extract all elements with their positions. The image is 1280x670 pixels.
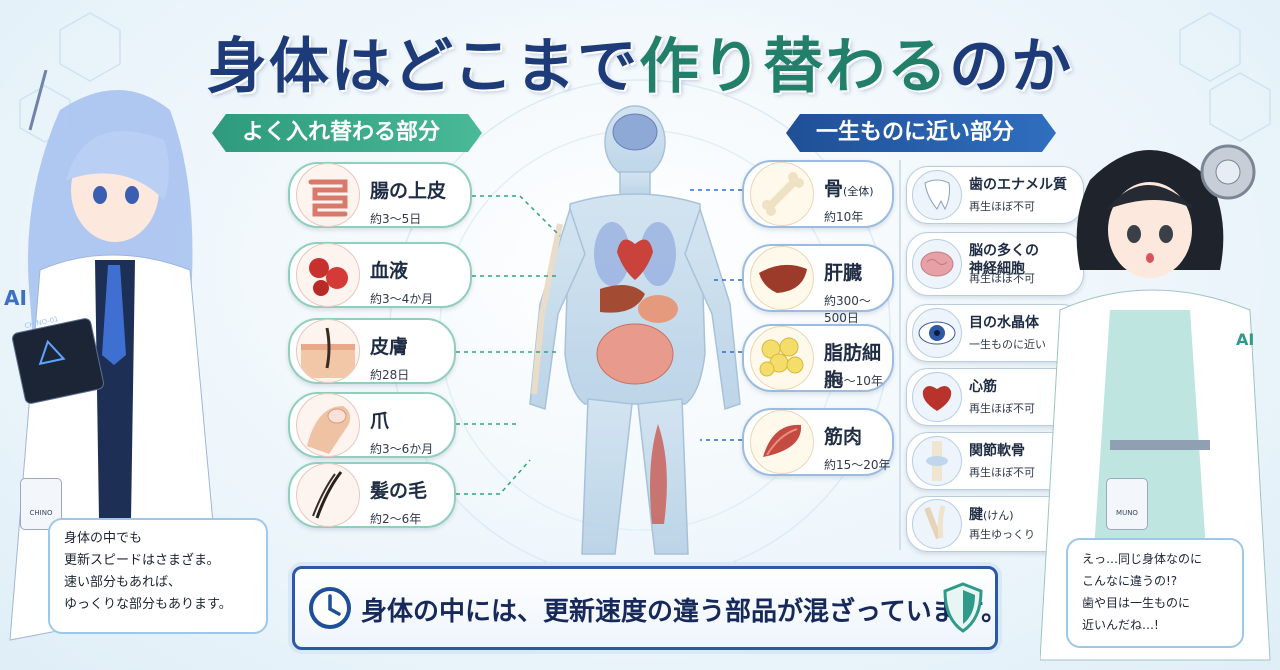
section-label-fast: よく入れ替わる部分 <box>212 114 482 152</box>
fast-part-period: 約2～6年 <box>370 512 422 526</box>
slow-part-card-fat-cell: 脂肪細胞 約8～10年 <box>742 324 894 392</box>
right-coat-mark: AI <box>1236 330 1255 349</box>
slow-part-period: 約15～20年 <box>824 458 891 472</box>
bone-icon <box>750 162 814 226</box>
fast-part-name: 髪の毛 <box>370 480 428 502</box>
fast-part-card-intestine: 腸の上皮 約3～5日 <box>288 162 472 228</box>
slow-part-card-liver: 肝臓 約300～500日 <box>742 244 894 325</box>
permanent-part-name: 関節軟骨 <box>969 443 1025 459</box>
organs <box>531 113 678 524</box>
tooth-icon <box>912 170 962 220</box>
permanent-part-name: 歯のエナメル質 <box>969 177 1067 193</box>
permanent-part-name: 心筋 <box>969 379 997 395</box>
summary-banner: 身体の中には、更新速度の違う部品が混ざっています。 <box>292 566 1007 650</box>
slow-part-name: 肝臓 <box>824 262 863 284</box>
intestine-icon <box>296 163 360 227</box>
fast-part-period: 約3～5日 <box>370 212 422 226</box>
heart-icon <box>912 372 962 422</box>
muscle-icon <box>750 410 814 474</box>
slow-part-period: 約300～500日 <box>824 294 871 325</box>
slow-part-name: 脂肪細胞 <box>824 342 882 391</box>
slow-part-period: 約10年 <box>824 210 864 224</box>
permanent-part-note: 一生ものに近い <box>969 338 1046 351</box>
fast-part-name: 皮膚 <box>370 336 409 358</box>
slow-part-card-bone: 骨(全体) 約10年 <box>742 160 894 228</box>
fast-part-period: 約28日 <box>370 368 410 382</box>
fast-part-card-hair: 髪の毛 約2～6年 <box>288 462 456 528</box>
clock-icon <box>309 587 351 629</box>
permanent-part-note: 再生ほぼ不可 <box>969 200 1035 213</box>
permanent-part-card-heart: 心筋 再生ほぼ不可 <box>906 368 1084 426</box>
tendon-icon <box>912 499 962 549</box>
joint-icon <box>912 436 962 486</box>
section-label-slow: 一生ものに近い部分 <box>786 114 1056 152</box>
page-title: 身体はどこまで作り替わるのか <box>206 32 1074 102</box>
fast-part-card-blood: 血液 約3～4か月 <box>288 242 472 308</box>
fat-cell-icon <box>750 326 814 390</box>
permanent-part-name: 目の水晶体 <box>969 315 1039 331</box>
permanent-part-name: 脳の多くの 神経細胞 <box>969 243 1039 277</box>
nail-icon <box>296 393 360 457</box>
permanent-part-note: 再生ほぼ不可 <box>969 466 1035 479</box>
right-badge-text: MUNO <box>1116 509 1138 517</box>
permanent-part-name: 腱(けん) <box>969 507 1014 523</box>
permanent-part-note: 再生ほぼ不可 <box>969 402 1035 415</box>
banner-text: 身体の中には、更新速度の違う部品が混ざっています。 <box>361 597 1008 627</box>
slow-part-name: 骨(全体) <box>824 178 874 200</box>
shield-icon <box>943 582 983 633</box>
permanent-part-card-enamel: 歯のエナメル質 再生ほぼ不可 <box>906 166 1084 224</box>
permanent-part-card-lens: 目の水晶体 一生ものに近い <box>906 304 1084 362</box>
slow-part-period: 約8～10年 <box>824 374 883 388</box>
fast-part-name: 爪 <box>370 410 390 432</box>
slow-part-card-muscle: 筋肉 約15～20年 <box>742 408 894 476</box>
blood-cell-icon <box>296 243 360 307</box>
speech-bubble-right: えっ…同じ身体なのに こんなに違うの!? 歯や目は一生ものに 近いんだね…! <box>1066 538 1244 648</box>
left-badge-text: CHINO <box>29 509 53 517</box>
permanent-part-note: 再生ゆっくり <box>969 528 1035 541</box>
permanent-part-card-neuron: 脳の多くの 神経細胞 再生ほぼ不可 <box>906 232 1084 296</box>
left-coat-mark: AI <box>4 286 27 310</box>
fast-part-name: 腸の上皮 <box>370 180 447 202</box>
fast-part-period: 約3～6か月 <box>370 442 434 456</box>
liver-icon <box>750 246 814 310</box>
permanent-part-note: 再生ほぼ不可 <box>969 272 1035 285</box>
human-body-illustration <box>529 105 741 555</box>
slow-part-name: 筋肉 <box>824 426 863 448</box>
hair-icon <box>296 463 360 527</box>
fast-part-card-skin: 皮膚 約28日 <box>288 318 456 384</box>
skin-icon <box>296 319 360 383</box>
brain-icon <box>912 239 962 289</box>
fast-part-name: 血液 <box>370 260 409 282</box>
fast-part-card-nail: 爪 約3～6か月 <box>288 392 456 458</box>
eye-icon <box>912 308 962 358</box>
right-name-badge: MUNO <box>1106 478 1148 530</box>
fast-part-period: 約3～4か月 <box>370 292 434 306</box>
speech-bubble-left: 身体の中でも 更新スピードはさまざま。 速い部分もあれば、 ゆっくりな部分もあり… <box>48 518 268 634</box>
